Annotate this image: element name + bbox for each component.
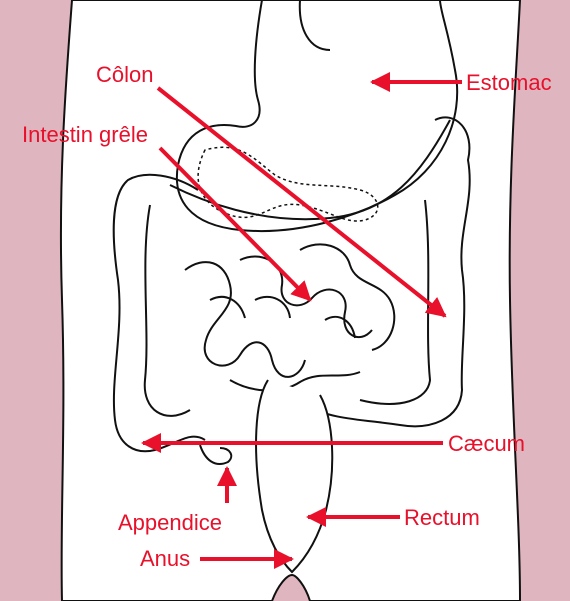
label-anus: Anus xyxy=(140,546,190,571)
label-stomach: Estomac xyxy=(466,70,552,95)
label-rectum: Rectum xyxy=(404,505,480,530)
label-appendix: Appendice xyxy=(118,510,222,535)
label-colon: Côlon xyxy=(96,62,153,87)
label-small-intestine: Intestin grêle xyxy=(22,122,148,147)
label-cecum: Cæcum xyxy=(448,431,525,456)
